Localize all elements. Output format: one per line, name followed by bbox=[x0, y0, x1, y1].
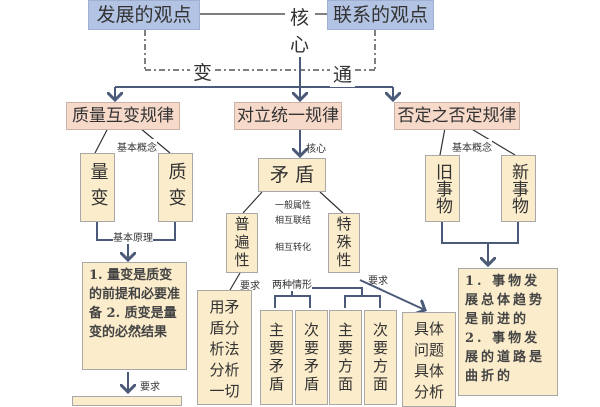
label-core: 核心 bbox=[306, 144, 326, 155]
requirement-box-partial bbox=[72, 396, 182, 406]
label-basic-principle: 基本原理 bbox=[113, 229, 153, 244]
principal-aspect-box: 主要方面 bbox=[329, 310, 362, 405]
development-view-box: 发展的观点 bbox=[88, 0, 200, 30]
core-char-1: 核 bbox=[290, 7, 310, 29]
particularity-box: 特殊性 bbox=[328, 213, 360, 273]
law-negation: 否定之否定规律 bbox=[394, 102, 520, 130]
old-things-box: 旧事物 bbox=[425, 155, 460, 222]
quantitative-change-box: 量变 bbox=[80, 153, 115, 222]
secondary-aspect-box: 次要方面 bbox=[364, 310, 397, 405]
contradiction-box: 矛 盾 bbox=[258, 158, 326, 192]
secondary-contradiction-box: 次要矛盾 bbox=[295, 310, 328, 405]
concrete-analysis-box: 具体问题具体分析 bbox=[402, 312, 456, 407]
label-basic-concept-3: 基本概念 bbox=[452, 139, 492, 154]
universality-box: 普遍性 bbox=[226, 213, 258, 273]
analyze-all-box: 用矛盾分析法分析一切 bbox=[197, 290, 252, 405]
principal-contradiction-box: 主要矛盾 bbox=[260, 310, 293, 405]
new-things-box: 新事物 bbox=[501, 155, 536, 222]
label-transformation: 相互转化 bbox=[275, 243, 312, 253]
label-general-property: 一般属性 bbox=[275, 201, 312, 211]
qualitative-change-box: 质变 bbox=[158, 153, 193, 222]
label-two-cases: 两种情形 bbox=[272, 276, 312, 291]
connection-view-box: 联系的观点 bbox=[327, 0, 434, 30]
principle-box-3: 1. 事物发展总体趋势是前进的 2. 事物发展的道路是曲折的 bbox=[458, 268, 558, 396]
label-interconnection: 相互联结 bbox=[275, 216, 312, 226]
change-char: 变 bbox=[190, 58, 216, 85]
law-unity-opposites: 对立统一规律 bbox=[234, 102, 342, 130]
connect-char: 通 bbox=[330, 60, 356, 87]
principle-box-1: 1. 量变是质变的前提和必要准备 2. 质变是量变的必然结果 bbox=[82, 262, 187, 370]
core-char-2: 心 bbox=[290, 30, 310, 57]
label-req-left: 要求 bbox=[240, 281, 260, 292]
label-basic-concept: 基本概念 bbox=[117, 139, 157, 154]
label-req-right: 要求 bbox=[368, 276, 388, 287]
law-quantity-quality: 质量互变规律 bbox=[66, 102, 180, 130]
label-requirement: 要求 bbox=[140, 382, 160, 393]
